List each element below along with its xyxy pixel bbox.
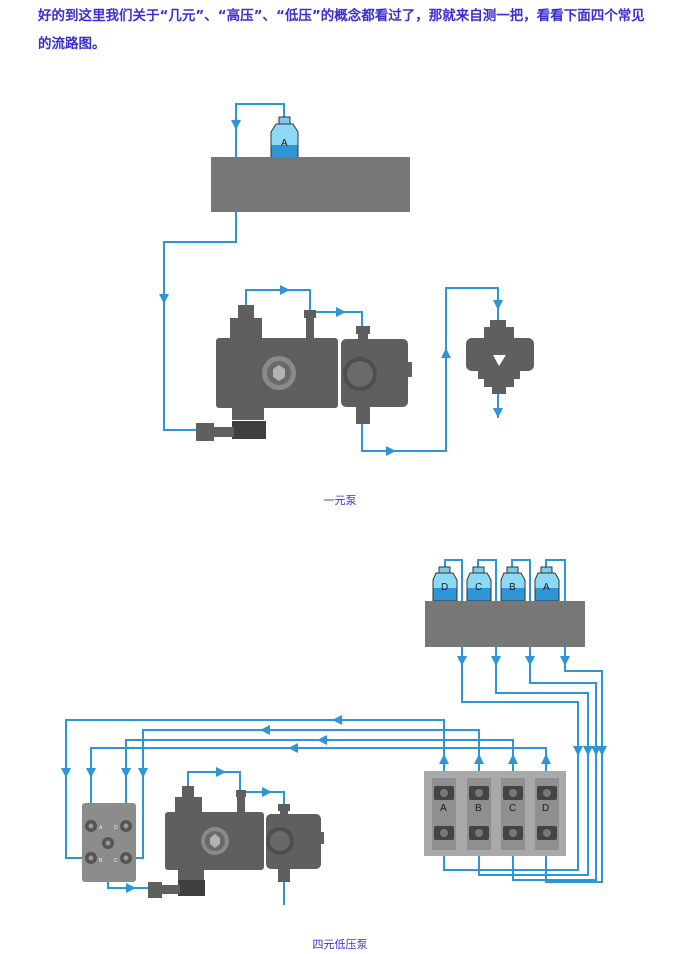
- flow-arrow: [126, 883, 136, 893]
- flow-arrow: [61, 768, 71, 778]
- flow-arrow: [231, 120, 241, 130]
- pipe-bottle-b: [511, 559, 597, 881]
- bottle-label: C: [475, 582, 482, 593]
- flow-arrow: [159, 294, 169, 304]
- flow-arrow: [573, 746, 583, 756]
- solvent-bottle-a: A: [270, 116, 299, 159]
- pump-main-head: [148, 786, 264, 898]
- pipe-bottle-a: [545, 559, 603, 883]
- flow-arrow: [474, 754, 484, 764]
- mixer-port-label: A: [99, 825, 103, 831]
- flow-arrow: [525, 656, 535, 666]
- flow-arrow: [260, 725, 270, 735]
- pipe-bottle-c: [477, 559, 589, 876]
- proportioning-valve-block: A B C D: [424, 771, 566, 856]
- pipe-bottle-d: [443, 559, 579, 871]
- solvent-bottle-d: D: [432, 566, 458, 602]
- pipe-valve-a: [65, 719, 445, 859]
- pipe-pump-head-link: [245, 289, 311, 315]
- figure2-caption: 四元低压泵: [312, 938, 368, 951]
- flow-arrow: [493, 300, 503, 310]
- mixer-port-label: C: [114, 858, 118, 864]
- pipe-valve-b: [128, 729, 480, 859]
- bottle-label: B: [509, 582, 516, 593]
- mixer: [466, 320, 534, 394]
- valve-label: A: [440, 803, 447, 814]
- flow-arrow: [583, 746, 593, 756]
- flow-arrow: [491, 656, 501, 666]
- bottle-label: A: [543, 582, 550, 593]
- flow-arrow: [441, 348, 451, 358]
- flow-arrow: [439, 754, 449, 764]
- valve-label: B: [475, 803, 482, 814]
- solvent-bottle-a: A: [534, 566, 560, 602]
- flow-arrow: [288, 743, 298, 753]
- flow-arrow: [317, 735, 327, 745]
- flow-arrow: [457, 656, 467, 666]
- bottle-label: D: [441, 582, 448, 593]
- flow-arrow: [560, 656, 570, 666]
- flow-arrow: [508, 754, 518, 764]
- solvent-tray: [211, 157, 410, 212]
- mixing-block: A D B C: [82, 803, 136, 882]
- single-pump-diagram: A: [159, 103, 534, 456]
- flow-arrow: [597, 746, 607, 756]
- bottle-label: A: [281, 138, 288, 149]
- flow-arrow: [280, 285, 290, 295]
- pump-secondary-head: [266, 804, 324, 882]
- solvent-bottle-c: C: [466, 566, 492, 602]
- pipe-pump-head-link: [187, 771, 241, 790]
- flow-arrow: [336, 307, 346, 317]
- intro-paragraph: 好的到这里我们关于“几元”、“高压”、“低压”的概念都看过了，那就来自测一把，看…: [38, 8, 645, 52]
- pump-main-head: [196, 305, 338, 441]
- flow-arrow: [332, 715, 342, 725]
- flow-arrow: [262, 787, 272, 797]
- flow-arrow: [216, 767, 226, 777]
- mixer-port-label: B: [99, 858, 103, 864]
- valve-label: D: [542, 803, 549, 814]
- figure1-caption: 一元泵: [323, 494, 357, 507]
- pipe-to-mixer: [361, 287, 499, 452]
- flow-arrow: [386, 446, 396, 456]
- flow-arrow: [138, 768, 148, 778]
- pump-secondary-head: [341, 326, 412, 424]
- flow-arrow: [541, 754, 551, 764]
- quaternary-pump-diagram: D C B A A B: [61, 559, 607, 905]
- solvent-tray: [425, 601, 585, 647]
- flow-arrow: [493, 408, 503, 418]
- pipe-solvent-to-pump: [163, 103, 285, 431]
- flow-arrow: [121, 768, 131, 778]
- valve-label: C: [509, 803, 516, 814]
- flow-arrow: [86, 768, 96, 778]
- mixer-port-label: D: [114, 825, 118, 831]
- solvent-bottle-b: B: [500, 566, 526, 602]
